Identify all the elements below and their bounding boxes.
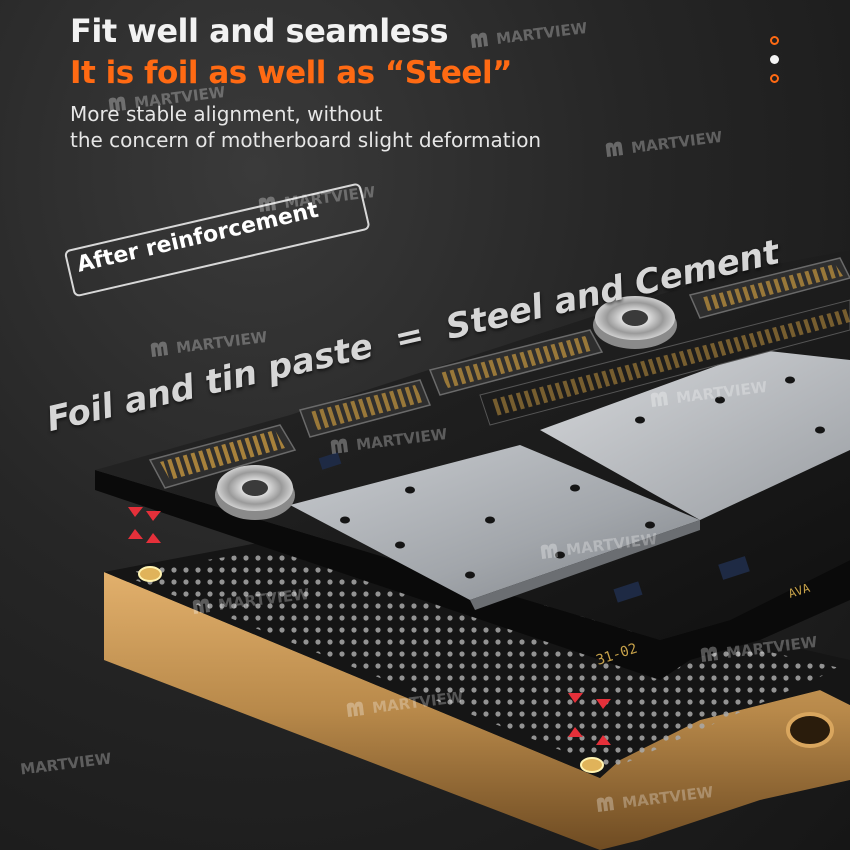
svg-text:AVA: AVA (787, 581, 813, 601)
description-line-1: More stable alignment, without (70, 102, 383, 126)
martview-logo-icon (150, 341, 169, 358)
pagination-dots[interactable] (770, 36, 784, 93)
page-dot-1[interactable] (770, 36, 779, 45)
watermark: MARTVIEW (469, 19, 588, 51)
watermark: MARTVIEW (699, 633, 818, 665)
martview-logo-icon (258, 196, 277, 213)
martview-logo-icon (346, 701, 365, 718)
watermark: MARTVIEW (345, 688, 464, 720)
martview-logo-icon (470, 32, 489, 49)
watermark: MARTVIEW (329, 425, 448, 457)
martview-logo-icon (650, 391, 669, 408)
watermark: MARTVIEW (107, 83, 226, 115)
description-line-2: the concern of motherboard slight deform… (70, 128, 542, 152)
page-dot-3[interactable] (770, 74, 779, 83)
standoff-nuts (215, 296, 677, 520)
martview-logo-icon (330, 438, 349, 455)
equation-operator: = (391, 314, 428, 360)
martview-logo-icon (540, 543, 559, 560)
headline-subtitle: It is foil as well as “Steel” (70, 55, 512, 91)
watermark: MARTVIEW (604, 128, 723, 160)
board-connectors (148, 257, 850, 489)
martview-logo-icon (108, 96, 127, 113)
watermark: MARTVIEW (149, 328, 268, 360)
watermark: MARTVIEW (595, 783, 714, 815)
watermark: MARTVIEW (649, 378, 768, 410)
martview-logo-icon (700, 646, 719, 663)
steel-shield-rear (540, 350, 850, 520)
watermark: MARTVIEW (191, 585, 310, 617)
headline-title: Fit well and seamless (70, 12, 448, 50)
watermark: MARTVIEW (257, 183, 376, 215)
page-dot-2-active[interactable] (770, 55, 779, 64)
martview-logo-icon (605, 141, 624, 158)
watermark: MARTVIEW (539, 530, 658, 562)
headline-description: More stable alignment, without the conce… (70, 101, 541, 153)
martview-logo-icon (596, 796, 615, 813)
martview-logo-icon (192, 598, 211, 615)
compression-arrows (128, 507, 611, 745)
gold-plate-side (104, 572, 850, 850)
steel-shield-front (290, 445, 700, 600)
